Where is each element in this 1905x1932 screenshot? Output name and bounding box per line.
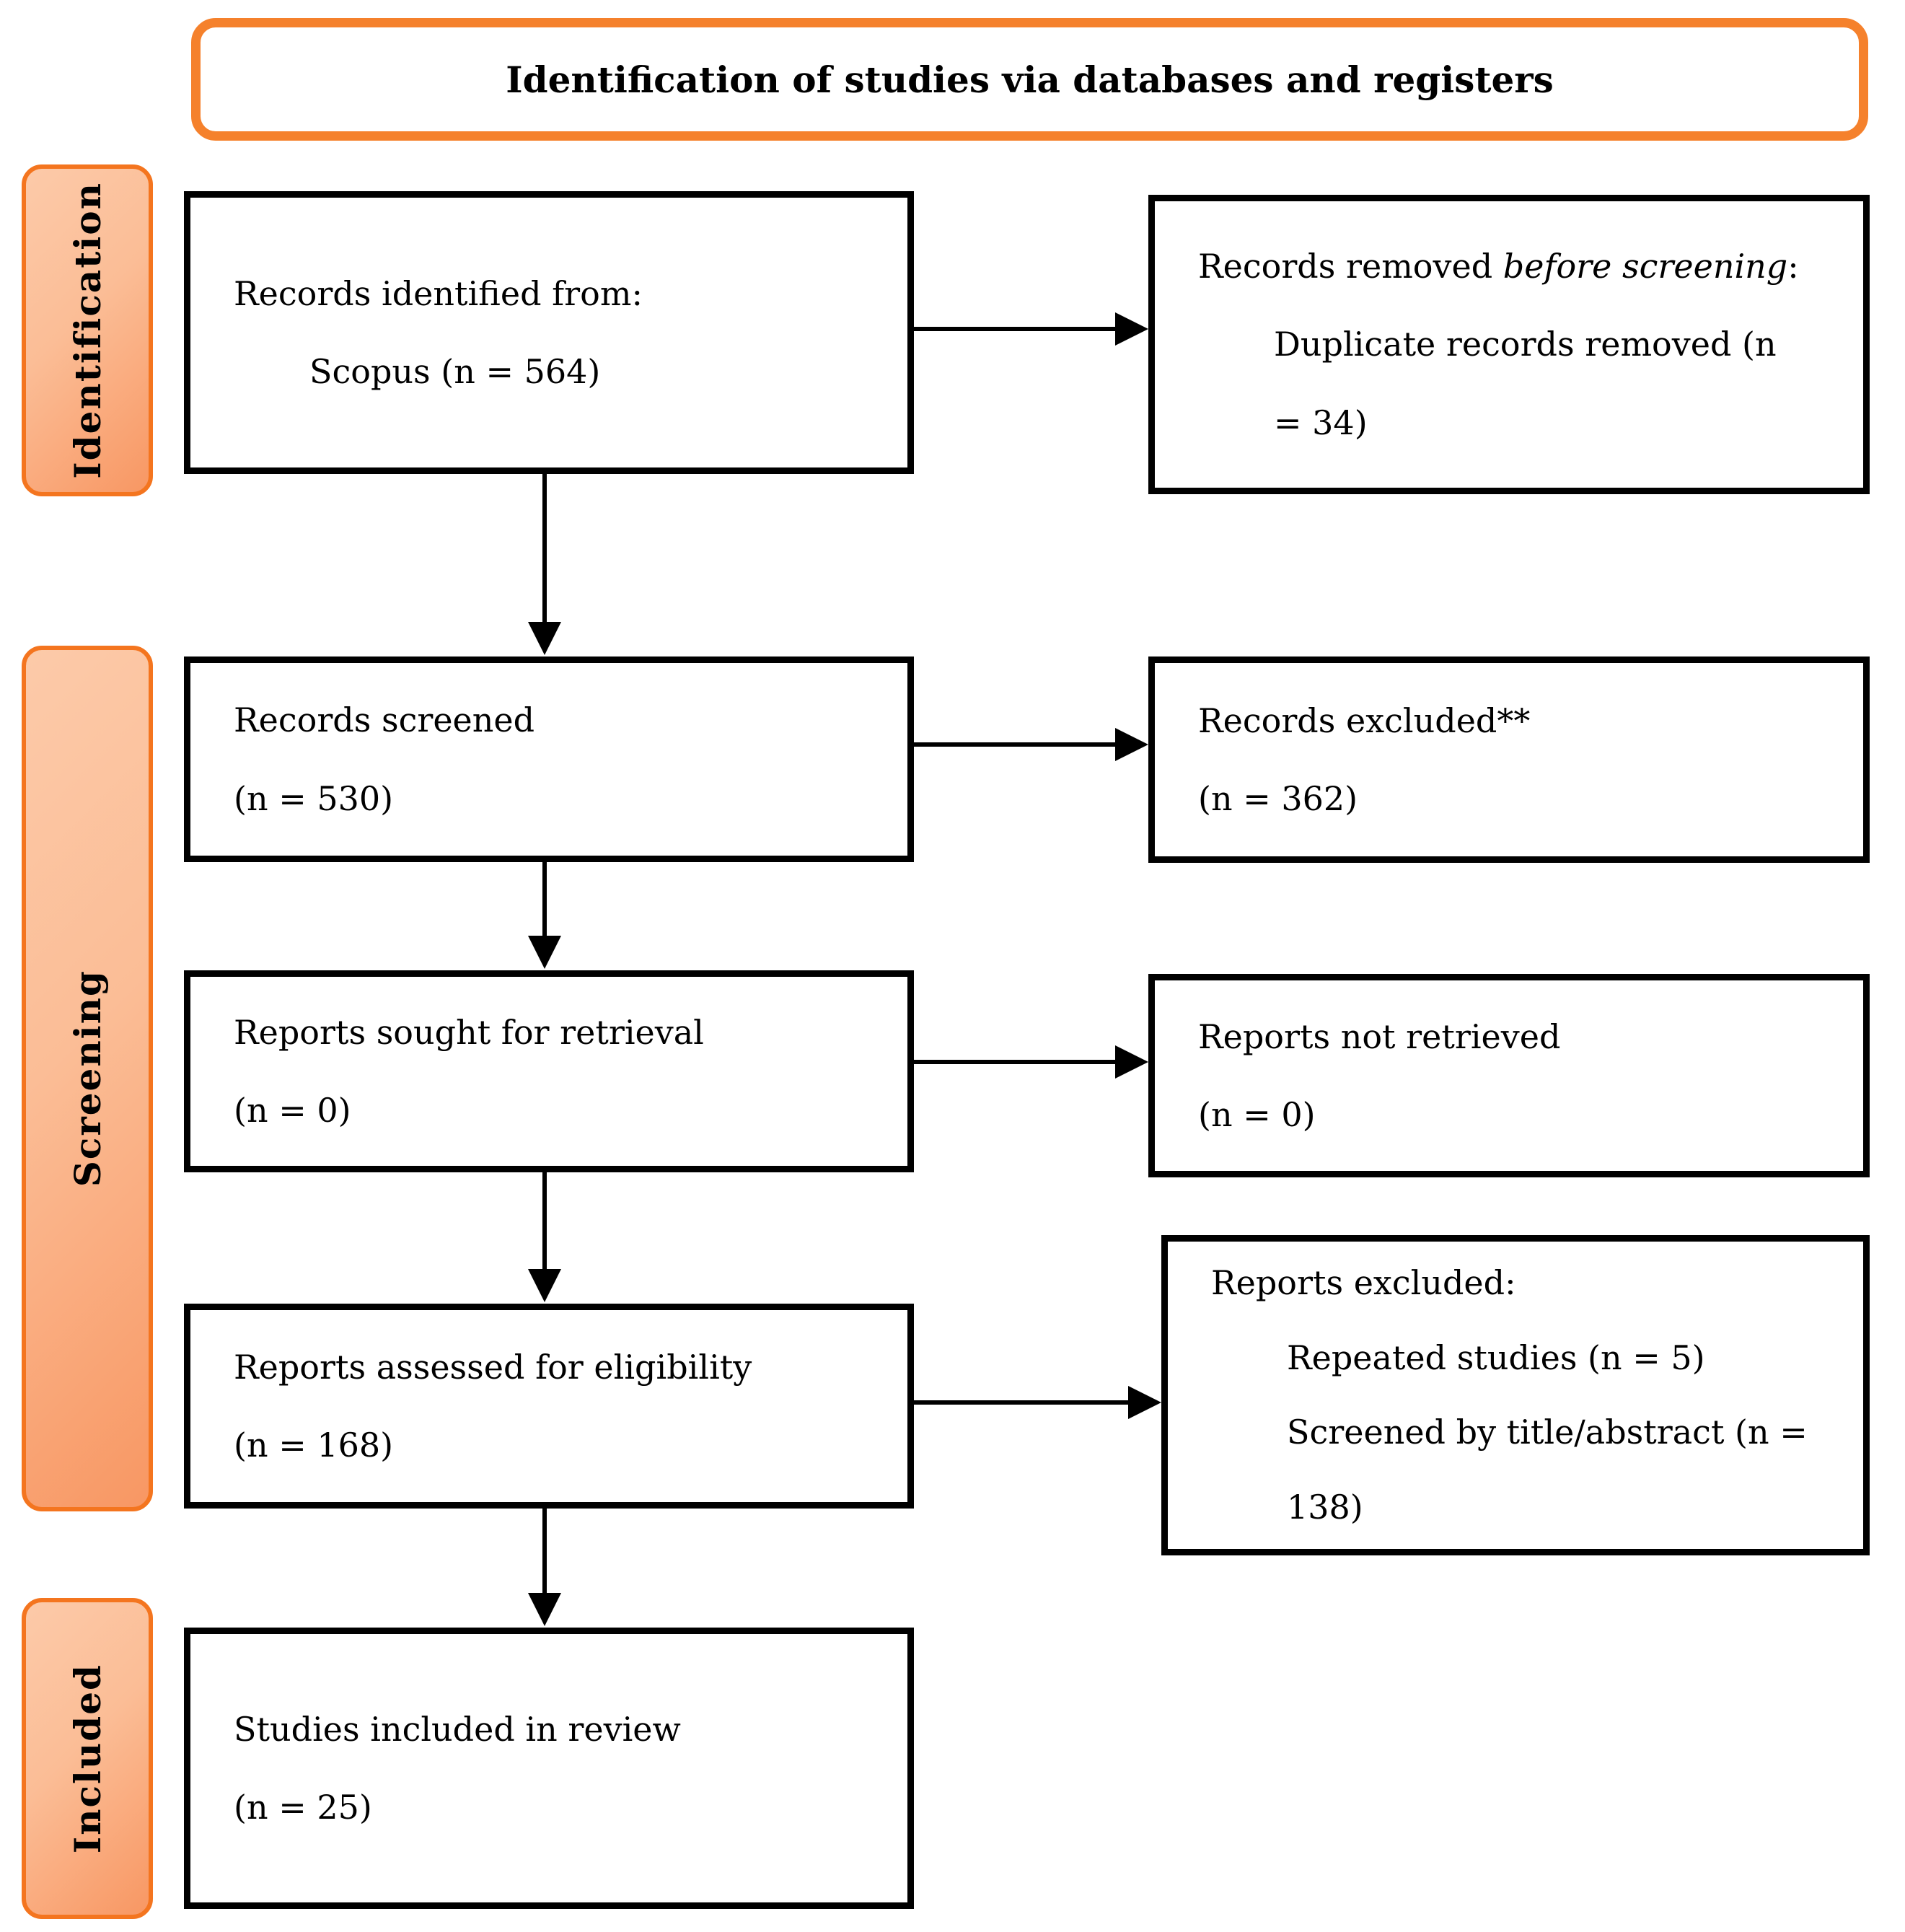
records-excluded-line1: Records excluded** <box>1198 701 1531 740</box>
stage-label-identification: Identification <box>22 164 153 496</box>
reports-assessed-line1: Reports assessed for eligibility <box>234 1347 752 1387</box>
box-records-screened: Records screened (n = 530) <box>184 657 914 862</box>
arrow-identified-to-screened-stem <box>542 474 547 623</box>
records-screened-line2: (n = 530) <box>234 778 394 818</box>
records-identified-line2: Scopus (n = 564) <box>309 352 601 391</box>
records-removed-line3: = 34) <box>1274 403 1368 442</box>
stage-label-included: Included <box>22 1598 153 1919</box>
reports-sought-line2: (n = 0) <box>234 1091 351 1130</box>
arrow-sought-to-not-retrieved-stem <box>914 1060 1115 1064</box>
box-reports-assessed: Reports assessed for eligibility (n = 16… <box>184 1304 914 1509</box>
box-reports-sought: Reports sought for retrieval (n = 0) <box>184 970 914 1172</box>
arrow-assessed-to-excluded-stem <box>914 1400 1128 1405</box>
arrow-screened-to-excluded-head <box>1115 728 1148 761</box>
stage-label-screening: Screening <box>22 646 153 1511</box>
reports-excluded-line1: Reports excluded: <box>1211 1263 1516 1302</box>
stage-label-included-text: Included <box>66 1663 109 1854</box>
reports-assessed-line2: (n = 168) <box>234 1426 394 1465</box>
box-records-excluded: Records excluded** (n = 362) <box>1148 657 1870 863</box>
arrow-screened-to-excluded-stem <box>914 742 1115 747</box>
title-banner: Identification of studies via databases … <box>191 18 1868 141</box>
arrow-identified-to-removed-stem <box>914 327 1115 331</box>
arrow-screened-to-sought-stem <box>542 862 547 937</box>
records-excluded-line2: (n = 362) <box>1198 779 1358 818</box>
arrow-identified-to-removed-head <box>1115 312 1148 346</box>
arrow-sought-to-assessed-stem <box>542 1172 547 1270</box>
studies-included-line1: Studies included in review <box>234 1709 681 1749</box>
box-reports-not-retrieved: Reports not retrieved (n = 0) <box>1148 974 1870 1177</box>
stage-label-identification-text: Identification <box>66 182 109 479</box>
arrow-screened-to-sought-head <box>528 936 561 969</box>
records-identified-line1: Records identified from: <box>234 273 643 313</box>
records-removed-line2: Duplicate records removed (n <box>1274 325 1777 364</box>
arrow-identified-to-screened-head <box>528 622 561 655</box>
arrow-assessed-to-included-stem <box>542 1509 547 1594</box>
box-records-identified: Records identified from: Scopus (n = 564… <box>184 191 914 474</box>
reports-excluded-line4: 138) <box>1287 1487 1363 1527</box>
records-removed-line1: Records removed before screening: <box>1198 247 1799 286</box>
reports-not-retrieved-line2: (n = 0) <box>1198 1095 1316 1134</box>
reports-excluded-line2: Repeated studies (n = 5) <box>1287 1338 1705 1377</box>
box-records-removed: Records removed before screening: Duplic… <box>1148 195 1870 494</box>
arrow-assessed-to-included-head <box>528 1593 561 1626</box>
arrow-assessed-to-excluded-head <box>1128 1386 1161 1419</box>
box-reports-excluded: Reports excluded: Repeated studies (n = … <box>1161 1235 1870 1555</box>
box-studies-included: Studies included in review (n = 25) <box>184 1628 914 1909</box>
reports-sought-line1: Reports sought for retrieval <box>234 1012 704 1052</box>
reports-not-retrieved-line1: Reports not retrieved <box>1198 1017 1561 1056</box>
diagram-title: Identification of studies via databases … <box>506 58 1554 101</box>
studies-included-line2: (n = 25) <box>234 1788 372 1827</box>
stage-label-screening-text: Screening <box>66 970 109 1187</box>
records-screened-line1: Records screened <box>234 701 535 740</box>
arrow-sought-to-assessed-head <box>528 1269 561 1302</box>
arrow-sought-to-not-retrieved-head <box>1115 1045 1148 1079</box>
reports-excluded-line3: Screened by title/abstract (n = <box>1287 1413 1808 1452</box>
